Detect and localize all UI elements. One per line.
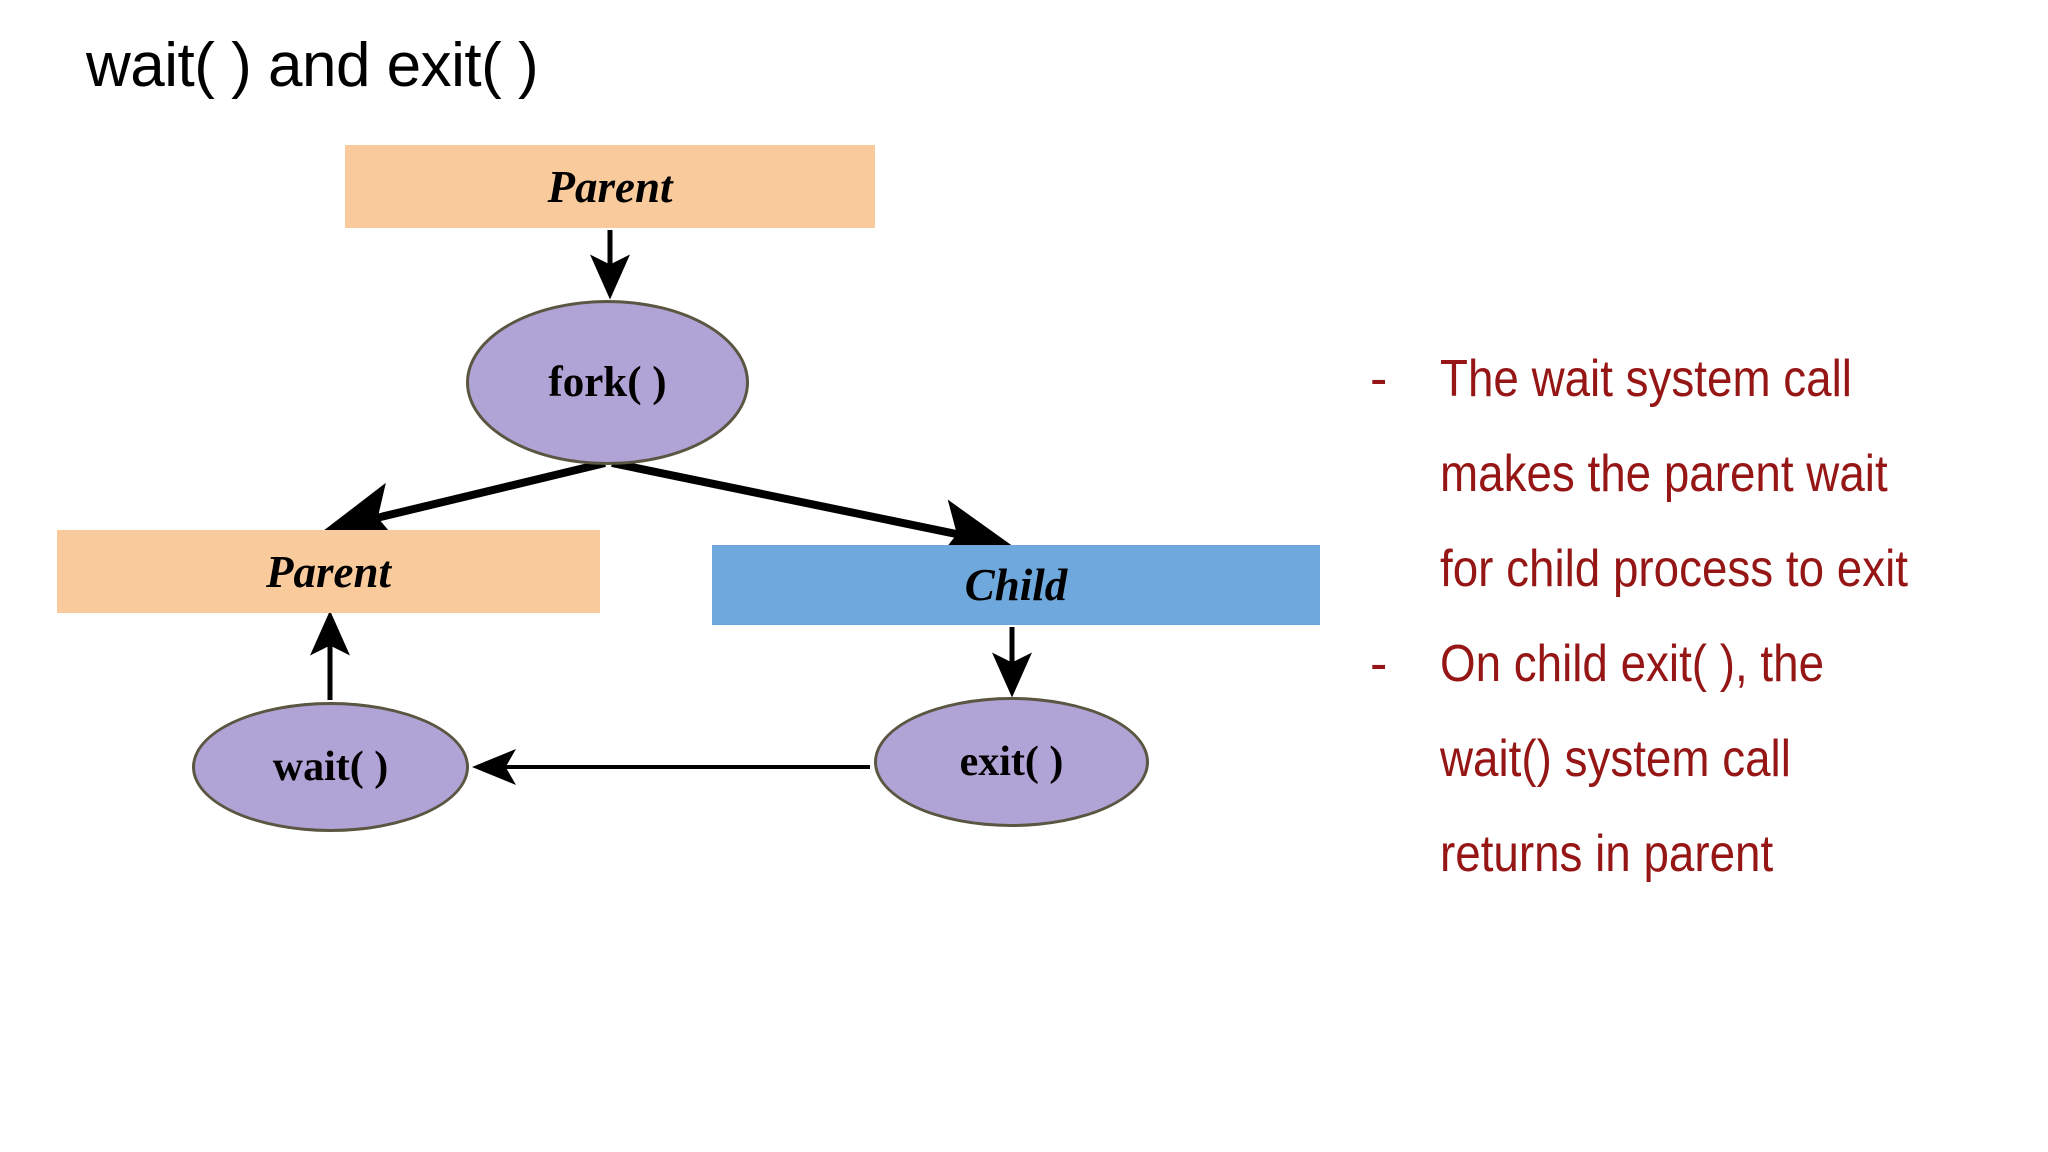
edge-fork-to-parent	[323, 459, 606, 546]
bullet-text: On child exit( ), the wait() system call…	[1440, 635, 1825, 883]
notes-list: - The wait system call makes the parent …	[1370, 332, 2010, 902]
page-title: wait( ) and exit( )	[86, 31, 539, 100]
node-child: Child	[712, 545, 1320, 625]
node-parent-bottom: Parent	[57, 530, 600, 613]
bullet-marker: -	[1370, 350, 1388, 408]
bullet-marker: -	[1370, 635, 1388, 693]
diagram-connectors	[310, 230, 1032, 785]
process-lifecycle-diagram: Parent fork( ) Parent Child wait( ) exit…	[57, 145, 1320, 832]
node-parent-top: Parent	[345, 145, 875, 228]
list-item: - On child exit( ), the wait() system ca…	[1370, 617, 2010, 902]
bullet-text: The wait system call makes the parent wa…	[1440, 350, 1908, 598]
node-fork: fork( )	[466, 300, 749, 465]
node-wait: wait( )	[192, 702, 469, 832]
node-exit: exit( )	[874, 697, 1149, 827]
edge-fork-to-child	[611, 459, 1012, 563]
list-item: - The wait system call makes the parent …	[1370, 332, 2010, 617]
